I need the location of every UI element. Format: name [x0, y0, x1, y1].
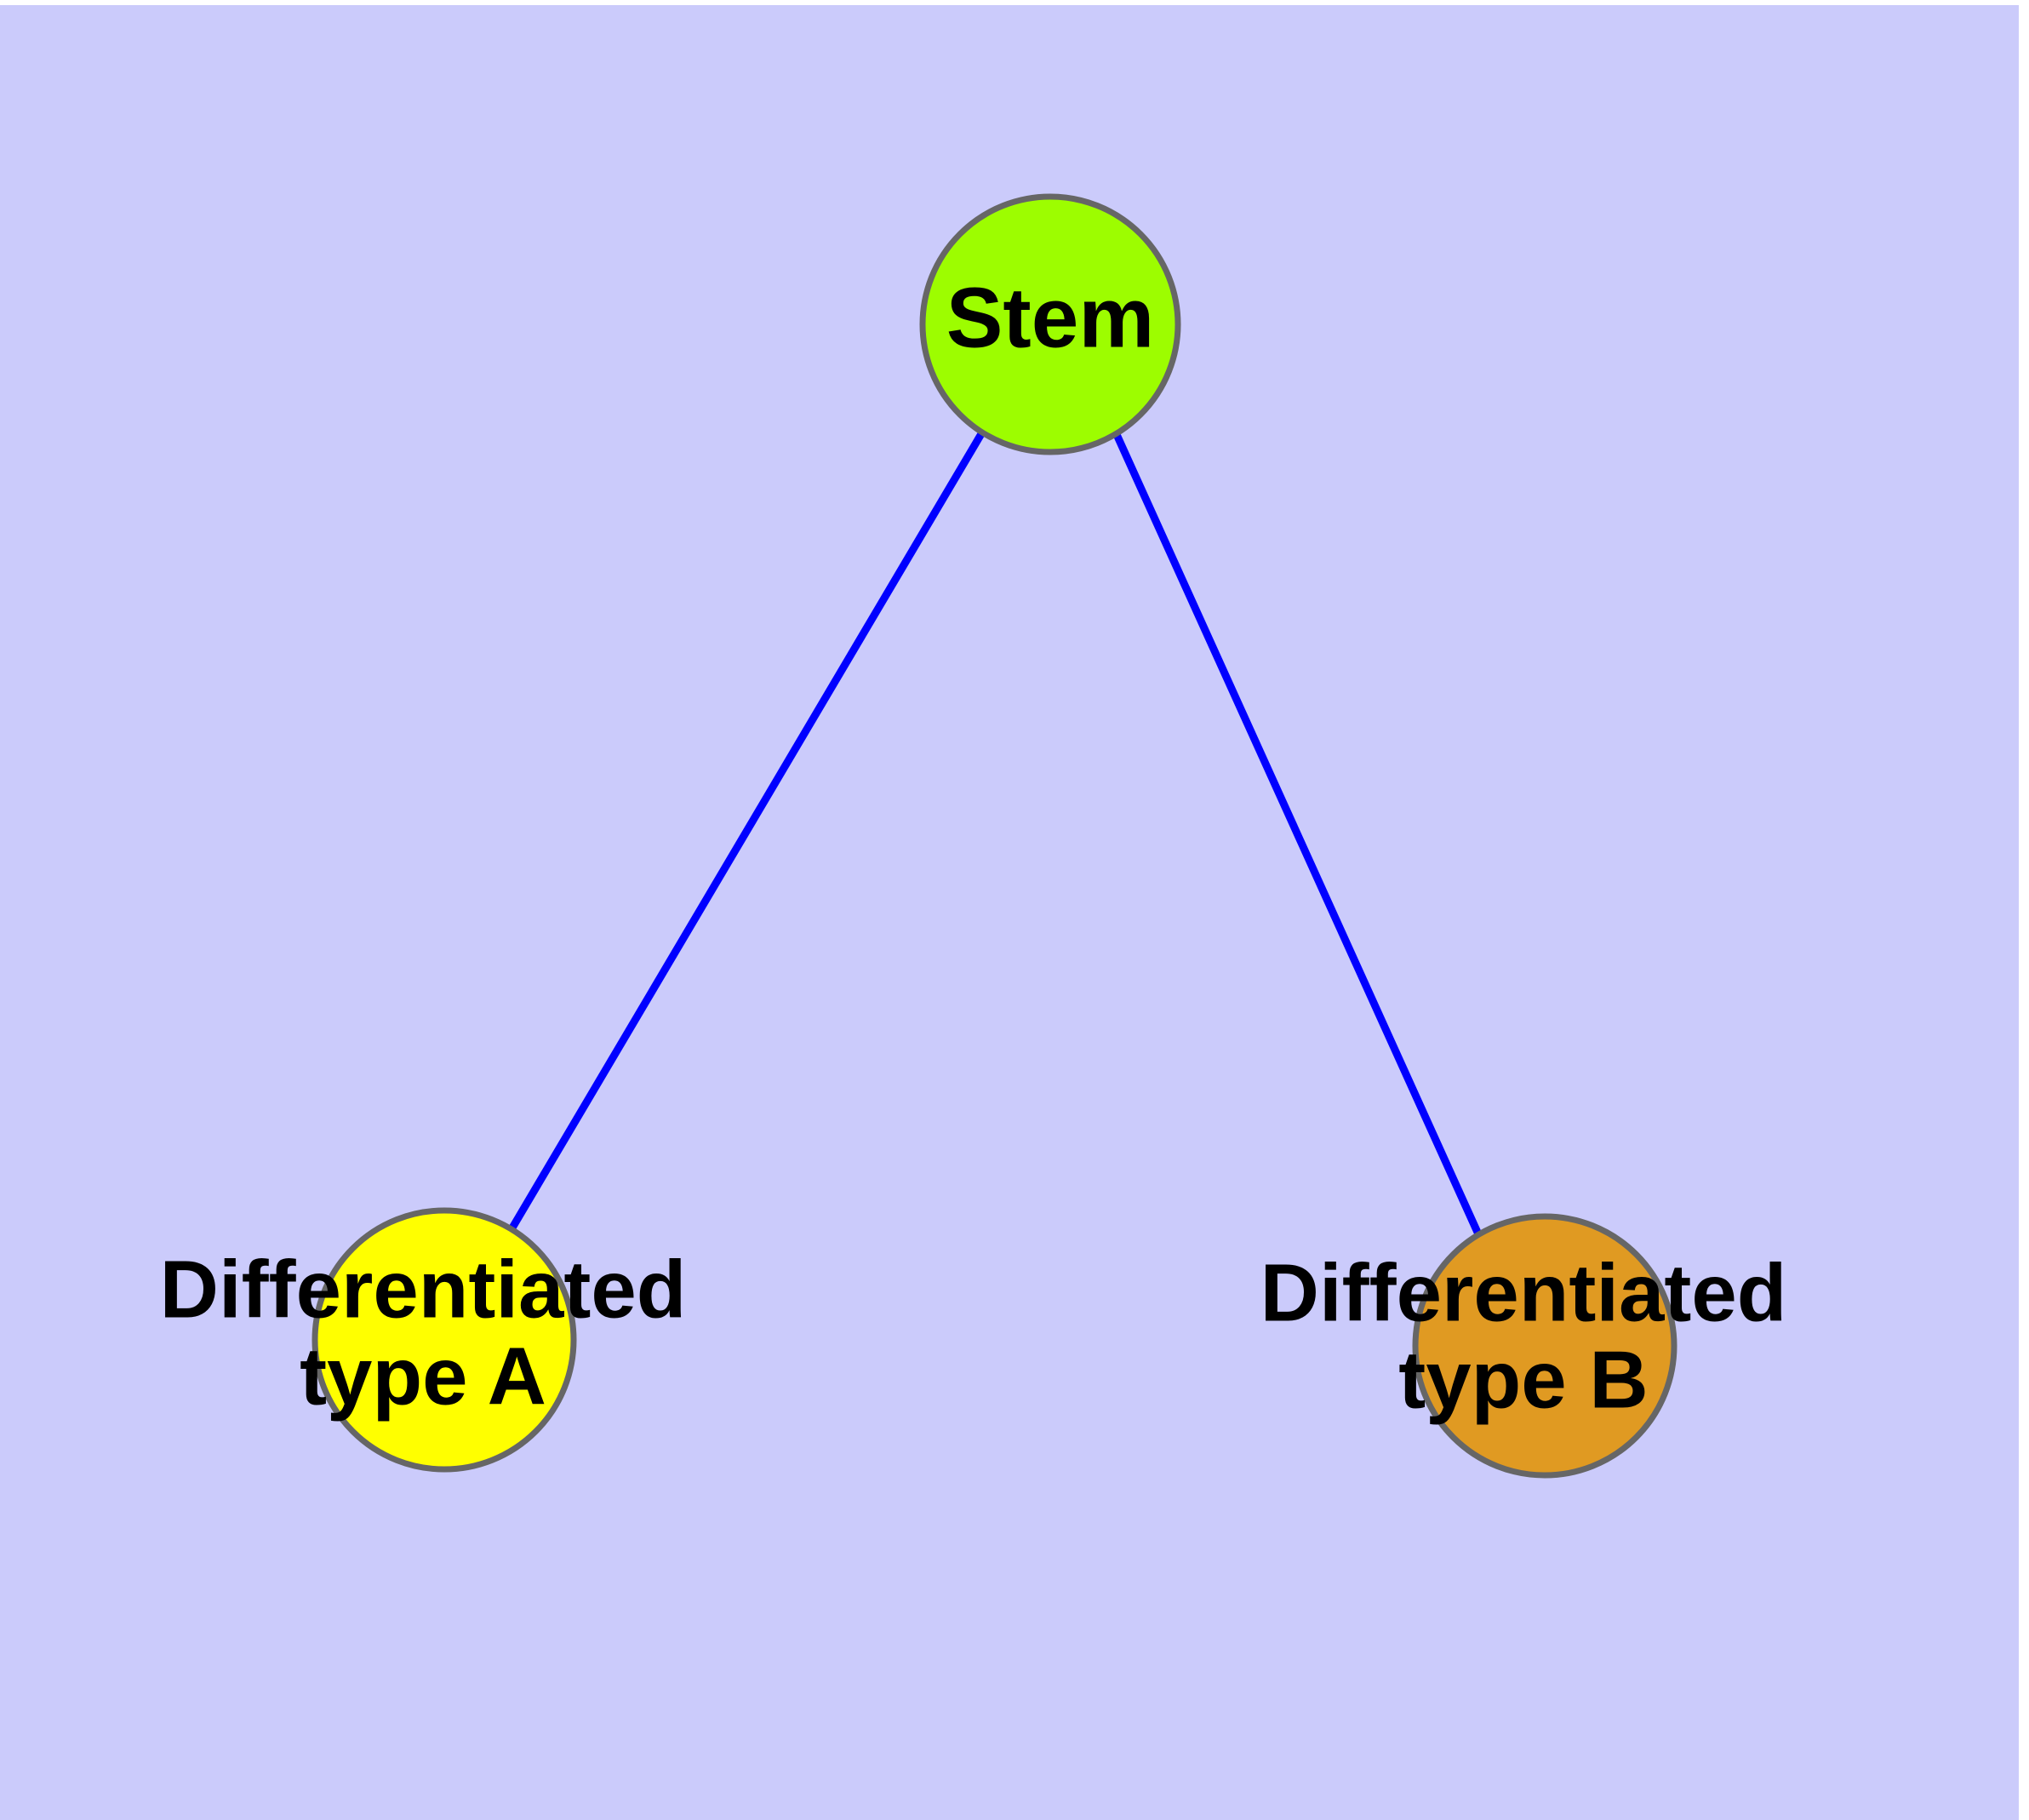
- label-layer: Stem Differentiated type A Differentiate…: [160, 270, 1787, 1425]
- node-differentiated-type-b-label-line1: Differentiated: [1260, 1247, 1787, 1338]
- node-stem-circle[interactable]: [919, 193, 1181, 455]
- node-differentiated-type-b-label-line2: type B: [1398, 1334, 1648, 1425]
- node-differentiated-type-a[interactable]: [311, 1207, 577, 1473]
- node-differentiated-type-b[interactable]: [1412, 1213, 1677, 1479]
- node-stem-label: Stem: [946, 270, 1155, 365]
- node-differentiated-type-b-circle[interactable]: [1412, 1213, 1677, 1479]
- node-differentiated-type-a-label-line1: Differentiated: [160, 1244, 687, 1335]
- node-differentiated-type-a-label-line2: type A: [300, 1331, 546, 1422]
- graph-svg: Stem Differentiated type A Differentiate…: [160, 193, 1787, 1479]
- node-differentiated-type-a-circle[interactable]: [311, 1207, 577, 1473]
- node-layer: [311, 193, 1677, 1479]
- edge-stem-to-differentiated-type-a[interactable]: [508, 430, 986, 1232]
- edge-stem-to-differentiated-type-b[interactable]: [1111, 429, 1483, 1238]
- node-stem[interactable]: [919, 193, 1181, 455]
- diagram-plot-area: Stem Differentiated type A Differentiate…: [0, 5, 2019, 1820]
- node-differentiated-type-b-label: Differentiated type B: [1260, 1247, 1787, 1425]
- edge-layer: [508, 429, 1483, 1238]
- node-differentiated-type-a-label: Differentiated type A: [160, 1244, 687, 1422]
